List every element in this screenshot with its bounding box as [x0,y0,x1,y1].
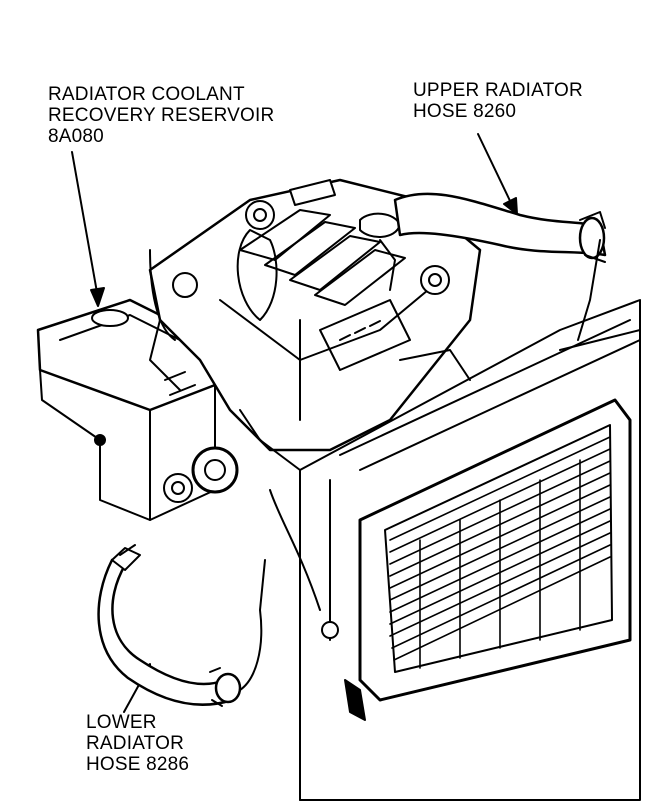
misc-hoses-and-brackets [149,249,641,639]
upper-hose-leader-arrow [477,133,518,215]
lower-hose-label-line-3: HOSE 8286 [86,754,190,775]
reservoir-label-line-1: RADIATOR COOLANT [48,84,245,105]
lower-hose-label-line-1: LOWER [86,712,157,733]
lower-hose-callout-label: LOWER RADIATOR HOSE 8286 [86,712,189,775]
radiator-fins [389,436,611,669]
upper-hose-callout-label: UPPER RADIATOR HOSE 8260 [413,80,583,122]
engine-block [148,178,482,503]
reservoir-callout-label: RADIATOR COOLANT RECOVERY RESERVOIR 8A08… [48,84,274,147]
upper-hose-label-line-1: UPPER RADIATOR [413,80,583,101]
reservoir-part-number: 8A080 [48,126,104,147]
reservoir-label-line-2: RECOVERY RESERVOIR [48,105,275,126]
reservoir-leader-arrow [71,151,105,307]
lower-radiator-hose [97,544,266,707]
upper-hose-label-line-2: HOSE 8260 [413,101,517,122]
lower-hose-label-line-2: RADIATOR [86,733,185,754]
upper-radiator-hose [393,192,607,341]
radiator-core [344,398,632,721]
